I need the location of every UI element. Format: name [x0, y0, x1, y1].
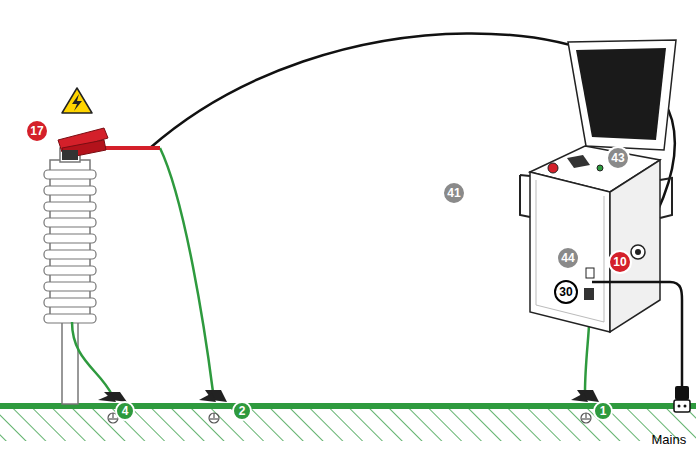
- callout-number: 2: [232, 401, 252, 421]
- insulator: [44, 160, 96, 323]
- earth-symbol: [108, 413, 591, 423]
- insulator-shed: [44, 282, 96, 291]
- callout-number: 43: [606, 146, 630, 170]
- insulator-shed: [44, 186, 96, 195]
- mains-plug: [674, 386, 690, 412]
- insulator-shed: [44, 298, 96, 307]
- insulator-top: [60, 148, 80, 162]
- insulator-shed: [44, 202, 96, 211]
- insulator-pole: [62, 318, 78, 404]
- ground-line: [0, 403, 696, 409]
- callout-number: 1: [593, 401, 613, 421]
- ground-wire: [72, 322, 112, 395]
- insulator-shed: [44, 314, 96, 323]
- hv-clamp: [58, 128, 108, 160]
- ground-wire: [160, 148, 213, 392]
- insulator-shed: [44, 266, 96, 275]
- ground-hatch: [0, 409, 696, 441]
- callout-number: 4: [115, 401, 135, 421]
- supply-label: Mains: [652, 433, 687, 446]
- callout-number: 30: [554, 280, 578, 304]
- insulator-shed: [44, 218, 96, 227]
- insulator-shed: [44, 170, 96, 179]
- callout-number: 10: [608, 250, 632, 274]
- hv-warning-sign: [62, 88, 92, 113]
- ground-clamp: [98, 390, 599, 402]
- test-device: [520, 40, 676, 332]
- callout-number: 17: [25, 119, 49, 143]
- hv-cable-end: [100, 146, 160, 150]
- callout-number: 44: [556, 246, 580, 270]
- insulator-shed: [44, 250, 96, 259]
- callout-number: 41: [442, 181, 466, 205]
- insulator-shed: [44, 234, 96, 243]
- mains-cable: [592, 282, 682, 388]
